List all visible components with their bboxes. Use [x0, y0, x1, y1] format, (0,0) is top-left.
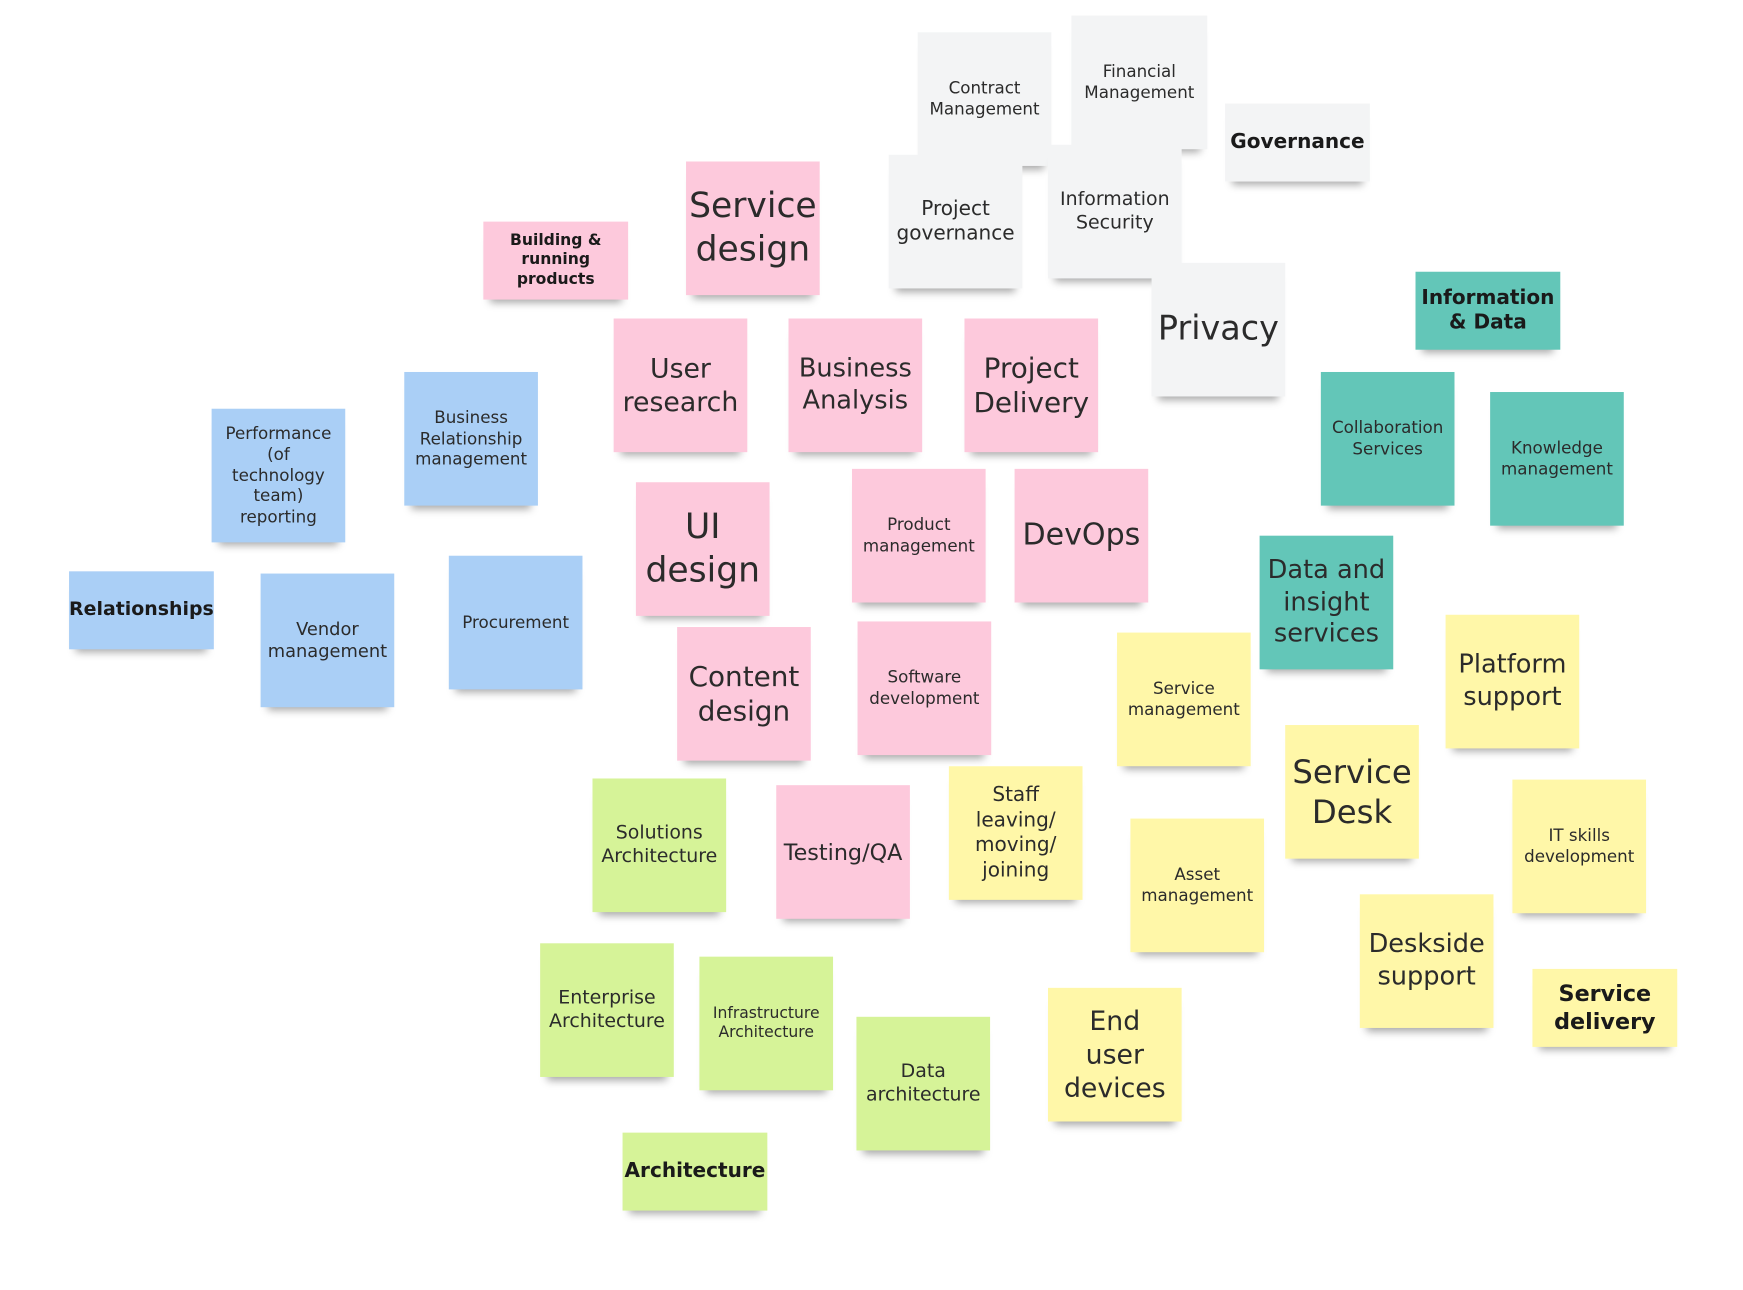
sticky-note-solutions-architecture[interactable]: Solutions Architecture — [592, 778, 727, 913]
sticky-note-service-delivery-heading[interactable]: Service delivery — [1532, 968, 1678, 1047]
sticky-note-privacy[interactable]: Privacy — [1151, 262, 1286, 397]
sticky-note-financial-management[interactable]: Financial Management — [1071, 15, 1208, 150]
sticky-note-building-running-products-heading[interactable]: Building & running products — [483, 221, 629, 300]
sticky-note-infrastructure-architecture[interactable]: Infrastructure Architecture — [699, 956, 834, 1091]
sticky-note-content-design[interactable]: Content design — [677, 627, 811, 761]
sticky-note-data-architecture[interactable]: Data architecture — [856, 1016, 991, 1151]
sticky-note-testing-qa[interactable]: Testing/QA — [776, 785, 910, 919]
sticky-note-staff-leaving-moving-joining[interactable]: Staff leaving/ moving/ joining — [948, 766, 1083, 900]
sticky-note-end-user-devices[interactable]: End user devices — [1047, 987, 1182, 1122]
sticky-note-service-design[interactable]: Service design — [686, 161, 820, 296]
sticky-note-service-desk[interactable]: Service Desk — [1285, 725, 1419, 859]
sticky-note-architecture-heading[interactable]: Architecture — [622, 1132, 768, 1211]
sticky-note-information-security[interactable]: Information Security — [1047, 144, 1182, 279]
sticky-note-ui-design[interactable]: UI design — [635, 482, 770, 616]
sticky-note-project-governance[interactable]: Project governance — [888, 154, 1023, 289]
sticky-note-vendor-management[interactable]: Vendor management — [260, 573, 395, 708]
sticky-note-deskside-support[interactable]: Deskside support — [1359, 894, 1494, 1028]
sticky-note-enterprise-architecture[interactable]: Enterprise Architecture — [540, 943, 674, 1077]
sticky-note-software-development[interactable]: Software development — [857, 621, 992, 756]
sticky-note-devops[interactable]: DevOps — [1014, 468, 1149, 603]
sticky-note-platform-support[interactable]: Platform support — [1445, 614, 1580, 749]
sticky-note-relationships-heading[interactable]: Relationships — [69, 571, 214, 650]
sticky-note-service-management[interactable]: Service management — [1117, 632, 1251, 767]
sticky-note-contract-management[interactable]: Contract Management — [917, 32, 1052, 166]
sticky-note-project-delivery[interactable]: Project Delivery — [964, 318, 1099, 453]
sticky-note-data-insight-services[interactable]: Data and insight services — [1259, 535, 1394, 670]
sticky-note-knowledge-management[interactable]: Knowledge management — [1490, 392, 1624, 526]
sticky-note-business-relationship-management[interactable]: Business Relationship management — [404, 371, 538, 506]
sticky-note-collaboration-services[interactable]: Collaboration Services — [1320, 371, 1455, 506]
sticky-note-product-management[interactable]: Product management — [851, 468, 986, 603]
sticky-note-business-analysis[interactable]: Business Analysis — [788, 318, 923, 453]
sticky-note-governance-heading[interactable]: Governance — [1225, 103, 1370, 182]
sticky-note-it-skills-development[interactable]: IT skills development — [1512, 779, 1647, 914]
sticky-note-user-research[interactable]: User research — [613, 318, 748, 453]
sticky-note-procurement[interactable]: Procurement — [448, 555, 583, 690]
sticky-note-performance-reporting[interactable]: Performance (of technology team) reporti… — [211, 408, 346, 543]
sticky-note-information-data-heading[interactable]: Information & Data — [1415, 271, 1561, 350]
sticky-note-asset-management[interactable]: Asset management — [1130, 818, 1265, 953]
